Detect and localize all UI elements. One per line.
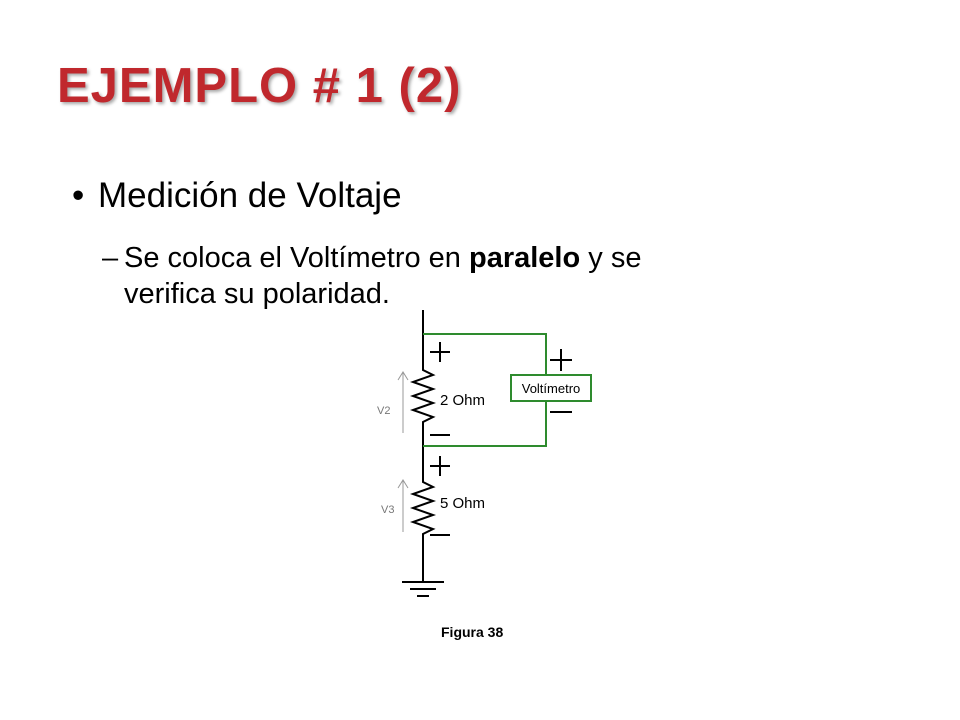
sub-bullet-marker: – [102, 242, 119, 274]
figure-caption: Figura 38 [441, 624, 504, 640]
voltmeter-label: Voltímetro [522, 381, 581, 396]
bullet-marker: • [72, 176, 85, 215]
v2-arrow-head [397, 371, 409, 381]
voltage-v2-label: V2 [377, 405, 390, 417]
circuit-diagram: Voltímetro 2 Ohm 5 Ohm V2 V3 [377, 310, 592, 597]
sub-bullet-line-1: –Se coloca el Voltímetro en paralelo y s… [102, 240, 802, 276]
voltmeter-box [510, 374, 592, 402]
resistor-5-ohm [409, 477, 437, 545]
bullet-text: Medición de Voltaje [98, 176, 402, 215]
meter-wire-bottom [423, 401, 547, 447]
resistor-2-ohm [409, 365, 437, 435]
bullet-medicion: • Medición de Voltaje [72, 176, 402, 216]
sub-bullet-text-before: Se coloca el Voltímetro en [124, 242, 469, 274]
sub-bullet-instruccion: –Se coloca el Voltímetro en paralelo y s… [102, 240, 802, 312]
sub-bullet-bold-word: paralelo [468, 242, 581, 274]
sub-bullet-text-after: y se [580, 242, 642, 274]
v3-arrow-head [397, 479, 409, 489]
sub-bullet-line-2: verifica su polaridad. [124, 278, 390, 310]
resistor-2-label: 5 Ohm [440, 495, 485, 512]
slide-title: EJEMPLO # 1 (2) [57, 59, 462, 113]
resistor-1-label: 2 Ohm [440, 392, 485, 409]
voltage-v3-label: V3 [381, 504, 394, 516]
meter-wire-top [423, 333, 547, 375]
